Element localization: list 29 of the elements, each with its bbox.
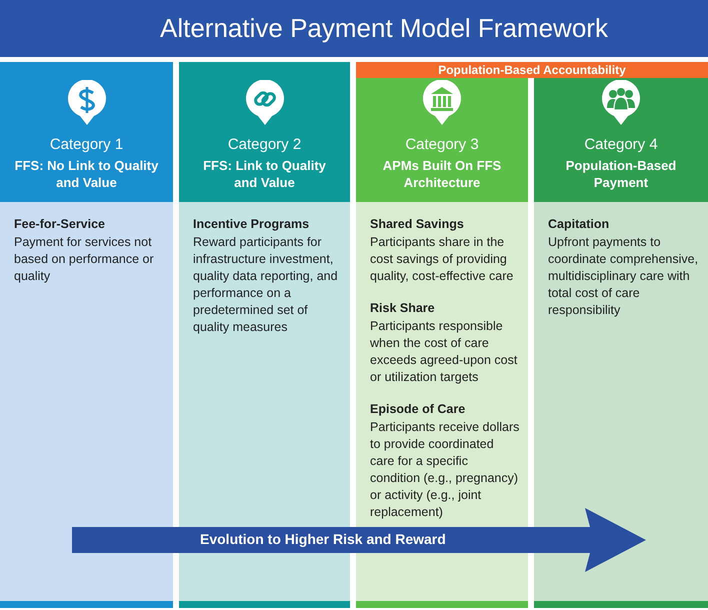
title: Alternative Payment Model Framework <box>160 13 608 44</box>
section-heading: Incentive Programs <box>193 216 310 233</box>
category-header <box>179 62 350 202</box>
category-name: Category 3 <box>404 136 480 153</box>
category-panel <box>0 202 173 608</box>
section-heading: Episode of Care <box>370 401 466 418</box>
category-subtitle: FFS: No Link to Quality and Value <box>14 157 159 191</box>
category-band: Population-Based Accountability <box>356 62 708 78</box>
category-panel <box>534 202 708 608</box>
category-header <box>534 78 708 202</box>
category-subtitle: FFS: Link to Quality and Value <box>202 157 327 191</box>
category-name: Category 4 <box>583 136 659 153</box>
category-name: Category 2 <box>226 136 302 153</box>
category-header <box>0 62 173 202</box>
category-subtitle: APMs Built On FFS Architecture <box>382 157 502 191</box>
category-subtitle: Population-Based Payment <box>564 157 678 191</box>
description: Participants share in the cost savings of providing quality, cost-effective care <box>370 234 514 285</box>
section-heading: Capitation <box>548 216 610 233</box>
arrow-label: Evolution to Higher Risk and Reward <box>200 531 446 547</box>
section-heading: Risk Share <box>370 300 436 317</box>
description: Upfront payments to coordinate comprehensive, multidisciplinary care with total cost of care responsibility <box>548 234 700 319</box>
description: Reward participants for infrastructure investment, quality data reporting, and performance on a predetermined set of quality measures <box>193 234 339 336</box>
description: Participants responsible when the cost of care exceeds agreed-upon cost or utilization targets <box>370 318 518 386</box>
category-header <box>356 78 528 202</box>
category-name: Category 1 <box>48 136 124 153</box>
section-heading: Shared Savings <box>370 216 465 233</box>
description: Participants receive dollars to provide coordinated care for a specific condition (e.g., pregnancy) or activity (e.g., joint replacement) <box>370 419 520 521</box>
section-heading: Fee-for-Service <box>14 216 106 233</box>
description: Payment for services not based on performance or quality <box>14 234 155 285</box>
